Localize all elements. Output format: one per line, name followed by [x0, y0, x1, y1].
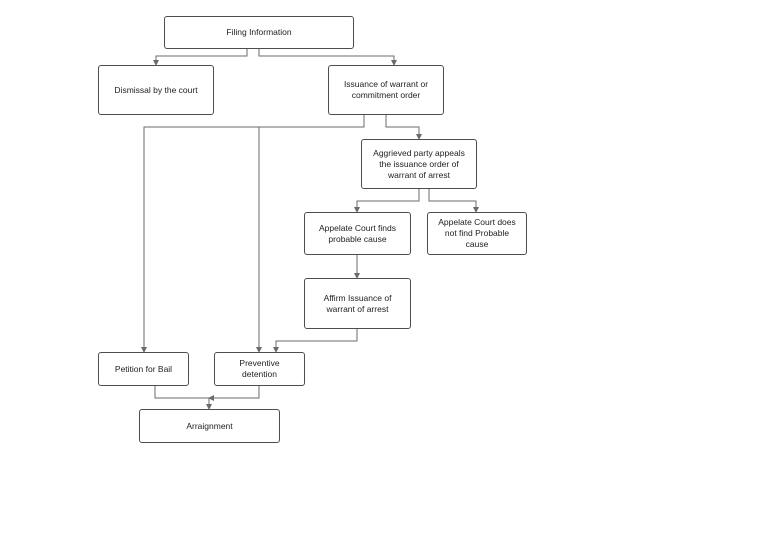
node-issuance-of-warrant: Issuance of warrant or commitment order [328, 65, 444, 115]
node-petition-for-bail: Petition for Bail [98, 352, 189, 386]
edge-preventive-to-arraignment [208, 386, 260, 401]
edge-warrant-to-appeal [385, 115, 422, 140]
edge-affirm-to-preventive [273, 329, 358, 353]
edge-warrant-to-preventive [256, 126, 364, 353]
edge-bail-to-arraignment [154, 386, 212, 410]
node-affirm-issuance: Affirm Issuance of warrant of arrest [304, 278, 411, 329]
edge-appeal-to-not-find [428, 189, 479, 213]
node-aggrieved-party-appeals: Aggrieved party appeals the issuance ord… [361, 139, 477, 189]
node-arraignment: Arraignment [139, 409, 280, 443]
node-dismissal-by-court: Dismissal by the court [98, 65, 214, 115]
edge-appeal-to-finds [354, 189, 420, 213]
edge-warrant-to-bail [141, 115, 365, 353]
node-preventive-detention: Preventive detention [214, 352, 305, 386]
edge-filing-to-dismissal [153, 49, 248, 66]
node-filing-information: Filing Information [164, 16, 354, 49]
node-appelate-finds-probable-cause: Appelate Court finds probable cause [304, 212, 411, 255]
edge-filing-to-warrant [258, 49, 397, 66]
node-appelate-not-find-probable-cause: Appelate Court does not find Probable ca… [427, 212, 527, 255]
